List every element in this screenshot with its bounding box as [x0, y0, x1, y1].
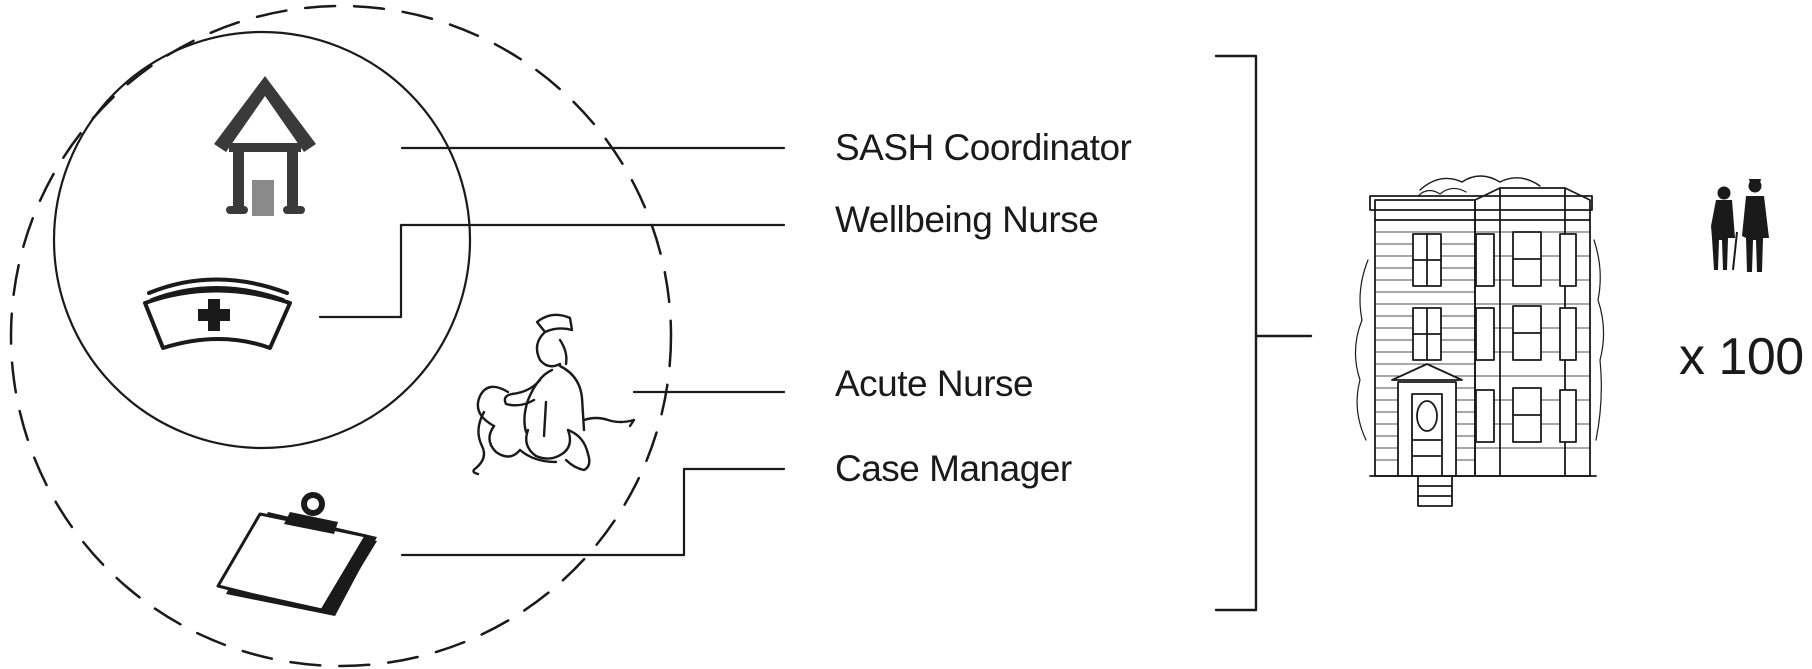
team-bracket [1214, 54, 1313, 612]
house-icon [214, 76, 316, 216]
connector-wellbeing-nurse [318, 223, 786, 319]
connector-case-manager [400, 467, 786, 557]
label-case-manager: Case Manager [835, 448, 1072, 489]
apartment-building-icon [1354, 175, 1605, 507]
nurse-cap-icon [143, 277, 292, 350]
extended-team-circle [9, 4, 673, 668]
elderly-couple-icon [1711, 179, 1769, 272]
label-acute-nurse: Acute Nurse [835, 363, 1033, 404]
resident-count-label: x 100 [1679, 328, 1804, 386]
building-windows [1412, 231, 1577, 443]
label-wellbeing-nurse: Wellbeing Nurse [835, 199, 1098, 240]
nurse-sketch-icon [472, 313, 636, 476]
clipboard-icon [216, 492, 377, 616]
label-sash-coordinator: SASH Coordinator [835, 127, 1132, 168]
core-team-circle [52, 30, 472, 450]
